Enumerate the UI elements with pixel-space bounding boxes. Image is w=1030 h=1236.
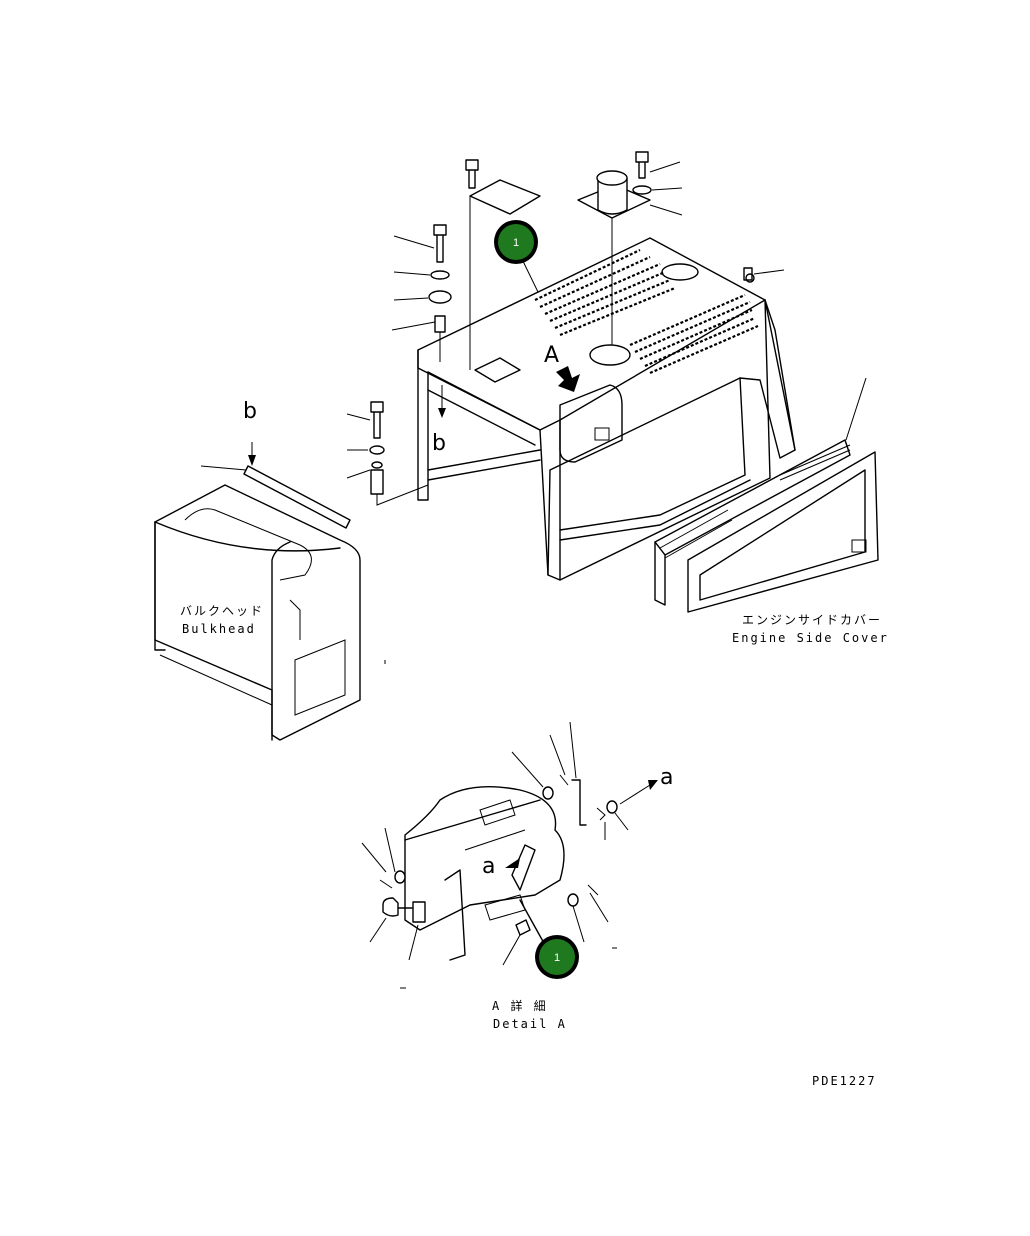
label-engine-side-cover-en: Engine Side Cover	[732, 631, 889, 645]
ref-arrow-b-mid: b	[432, 385, 446, 456]
mid-left-fasteners	[346, 401, 429, 506]
drawing-code: PDE1227	[812, 1074, 877, 1088]
callout-ref-b-top: b	[243, 399, 257, 424]
label-bulkhead-jp: バルクヘッド	[180, 604, 264, 618]
callout-ref-a-detail: a	[482, 854, 495, 879]
callout-view-a: A	[544, 343, 559, 368]
callout-ref-a-right: a	[660, 765, 673, 790]
detail-a: a a A 詳 細 Detail A	[361, 721, 673, 1031]
label-engine-side-cover-jp: エンジンサイドカバー	[742, 613, 882, 627]
part-badge-detail[interactable]: 1	[535, 935, 579, 979]
bulkhead: b バルクヘッド Bulkhead	[154, 399, 361, 741]
part-badge-main-number: 1	[513, 237, 519, 249]
part-badge-main[interactable]: 1	[494, 220, 538, 264]
label-bulkhead-en: Bulkhead	[182, 622, 256, 636]
part-badge-detail-number: 1	[554, 952, 560, 964]
top-left-fasteners	[391, 159, 541, 370]
engine-side-cover: エンジンサイドカバー Engine Side Cover	[654, 377, 889, 645]
label-detail-a-en: Detail A	[493, 1017, 567, 1031]
view-arrow-a: A	[544, 343, 580, 392]
engine-hood	[417, 237, 796, 581]
top-right-fasteners	[577, 151, 785, 345]
label-detail-a-jp: A 詳 細	[492, 998, 548, 1013]
callout-ref-b-mid: b	[432, 431, 446, 456]
